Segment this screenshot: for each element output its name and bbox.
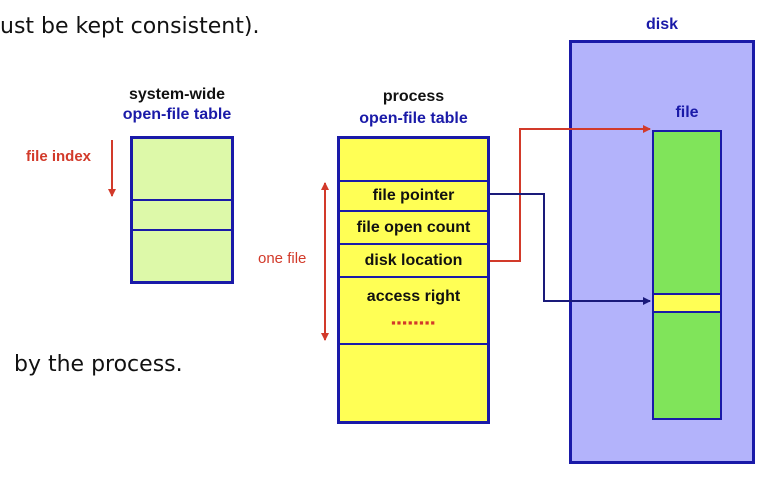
entry-file-open-count: file open count: [356, 219, 471, 236]
file-label: file: [675, 104, 699, 121]
system-table-row-divider: [133, 199, 231, 201]
caption-text-top: ust be kept consistent).: [0, 14, 260, 39]
process-table-row-divider: [340, 210, 487, 212]
process-table-row-divider: [340, 180, 487, 182]
caption-text-bottom: by the process.: [14, 352, 183, 377]
process-table-title-line1: process: [382, 88, 445, 105]
entry-disk-location: disk location: [364, 252, 463, 269]
file-position-strip: [652, 293, 722, 313]
process-open-file-table: file pointer file open count disk locati…: [337, 136, 490, 424]
process-table-row-divider: [340, 276, 487, 278]
system-table-title-line1: system-wide: [128, 86, 226, 103]
file-index-label: file index: [26, 148, 92, 165]
one-file-label: one file: [258, 250, 307, 267]
process-table-row-divider: [340, 243, 487, 245]
process-table-row-divider: [340, 343, 487, 345]
system-table-row-divider: [133, 229, 231, 231]
process-table-title-line2: open-file table: [359, 110, 468, 127]
system-table-title-line2: open-file table: [122, 106, 232, 123]
system-open-file-table: [130, 136, 234, 284]
file-box: [652, 130, 722, 420]
entry-access-right: access right: [366, 288, 461, 305]
file-pointer-arrow: [490, 193, 651, 305]
disk-title: disk: [645, 16, 678, 33]
entry-file-pointer: file pointer: [372, 187, 455, 204]
ellipsis-dots: ▪▪▪▪▪▪▪▪: [391, 315, 436, 330]
